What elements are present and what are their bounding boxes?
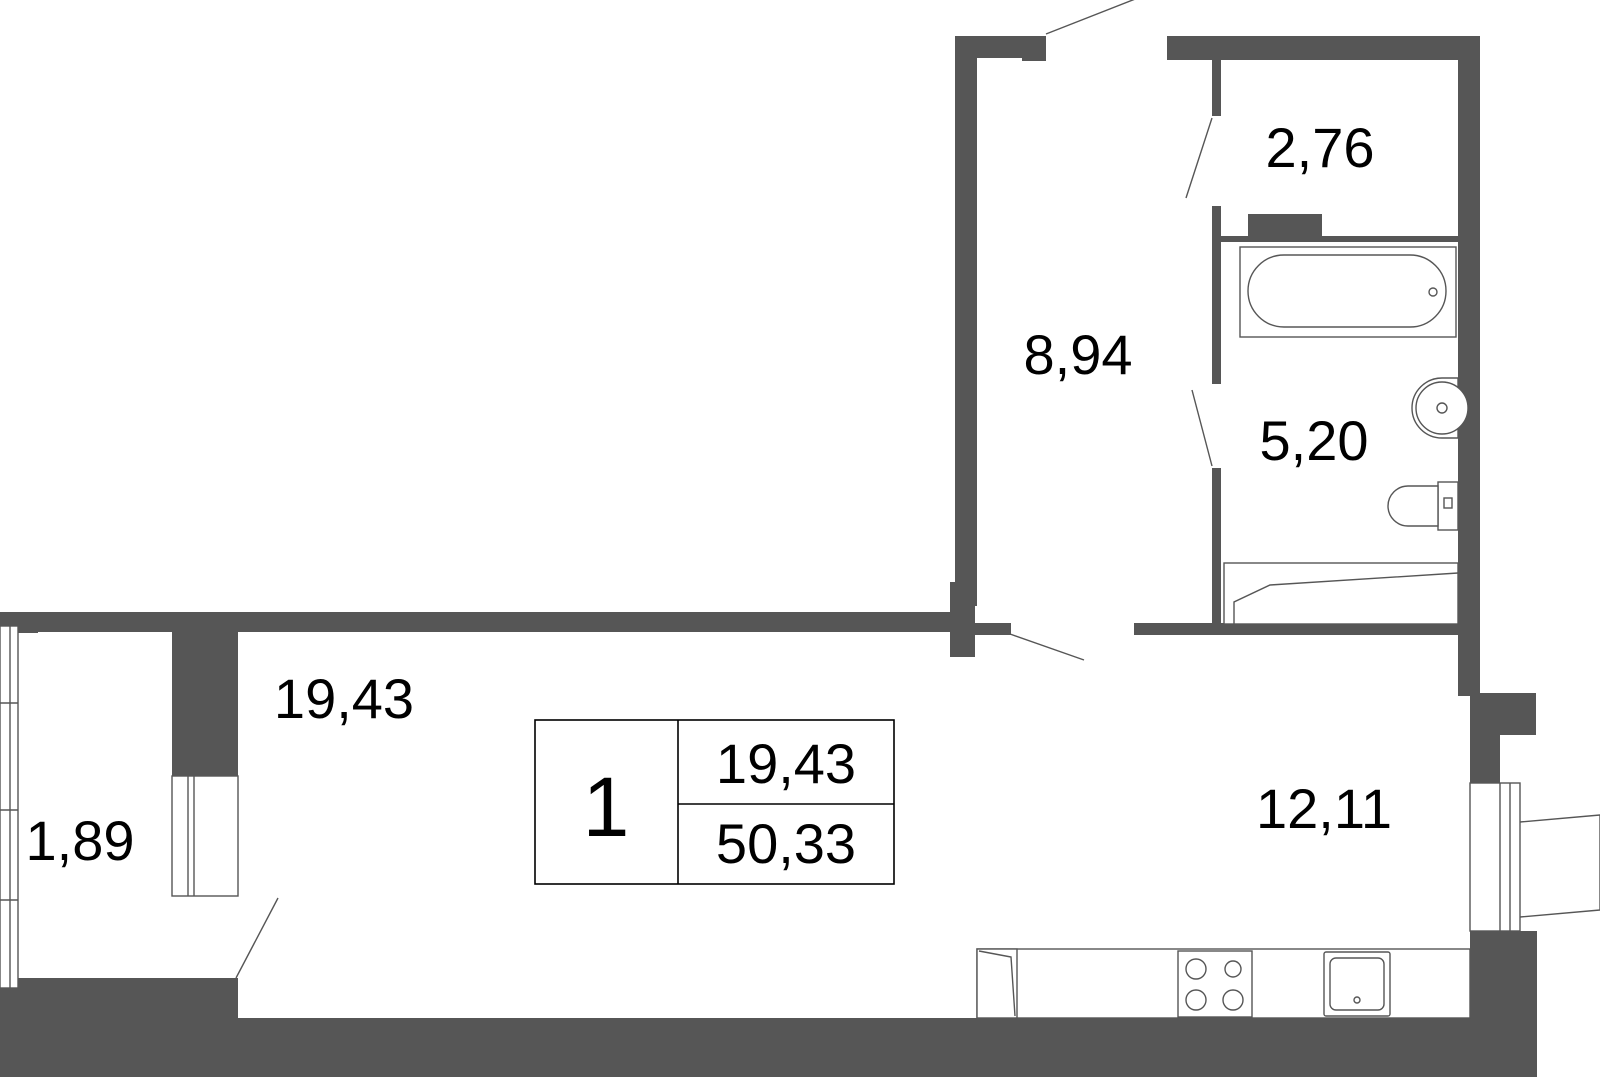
bathroom-area-label: 5,20 <box>1260 409 1369 472</box>
wall-bottom-right-corner <box>1470 931 1537 1021</box>
toilet-button <box>1443 497 1453 509</box>
wall-wc-bath-divider-block <box>1248 214 1322 238</box>
wall-hall-left <box>955 36 977 606</box>
toilet-area-label: 2,76 <box>1266 116 1375 179</box>
wall-hall-door-jamb <box>963 623 1011 635</box>
living-total-area: 19,43 <box>716 732 856 795</box>
kitchen-sink-drain <box>1353 996 1361 1004</box>
living-door-swing <box>1009 633 1085 661</box>
kitchen-window <box>1469 782 1521 932</box>
wall-living-top <box>0 612 963 632</box>
living-room-area-label: 19,43 <box>274 667 414 730</box>
wall-bottom <box>0 1018 1537 1077</box>
wall-bath-partition-lower <box>1212 468 1221 634</box>
burner-bottom-right <box>1222 989 1244 1011</box>
summary-table-frame <box>534 719 895 885</box>
bath-shelf <box>1223 562 1459 625</box>
wc-door-swing <box>1185 117 1213 199</box>
balcony-area-label: 1,89 <box>26 809 135 872</box>
summary-table: 1 19,43 50,33 <box>534 719 895 885</box>
burner-top-right <box>1224 960 1242 978</box>
bath-shelf-line <box>1233 572 1459 624</box>
fridge <box>976 948 1018 1019</box>
kitchen-sink-bowl <box>1329 957 1385 1011</box>
room-labels: 1,89 19,43 8,94 2,76 5,20 12,11 <box>26 116 1392 872</box>
wall-right-upper <box>1458 36 1480 696</box>
wall-wet-bottom <box>1134 623 1480 635</box>
wall-balcony-pier <box>172 632 238 777</box>
wall-wc-bath-divider <box>1212 236 1460 242</box>
balcony-glazing <box>0 625 19 989</box>
wall-wc-partition-top <box>1212 60 1221 116</box>
toilet-bowl <box>1387 485 1439 527</box>
wall-wc-top <box>1167 36 1480 60</box>
doors <box>235 0 1213 979</box>
burner-bottom-left <box>1185 989 1207 1011</box>
wall-hall-top-jamb <box>1022 36 1046 61</box>
bathtub-inner <box>1247 254 1447 328</box>
hall-area-label: 8,94 <box>1024 323 1133 386</box>
total-area: 50,33 <box>716 812 856 875</box>
washbasin-tap <box>1436 402 1448 414</box>
fixtures <box>976 246 1471 1019</box>
balcony-door-swing <box>235 897 279 979</box>
fridge-door <box>978 950 1016 1017</box>
kitchen-window-sash <box>1519 814 1600 918</box>
balcony-door-frame <box>171 775 239 897</box>
bath-door-swing <box>1191 389 1213 467</box>
bathtub-drain <box>1428 287 1438 297</box>
wall-living-bottom-left-pier <box>172 978 238 1018</box>
burner-top-left <box>1185 958 1207 980</box>
entrance-door-swing <box>1045 0 1135 35</box>
room-count: 1 <box>583 760 630 854</box>
wall-bath-partition <box>1212 206 1221 384</box>
kitchen-area-label: 12,11 <box>1256 777 1392 840</box>
windows <box>0 625 1600 989</box>
wall-right-mid <box>1470 693 1500 783</box>
walls <box>0 36 1537 1077</box>
wall-balcony-left-cap <box>0 625 38 633</box>
